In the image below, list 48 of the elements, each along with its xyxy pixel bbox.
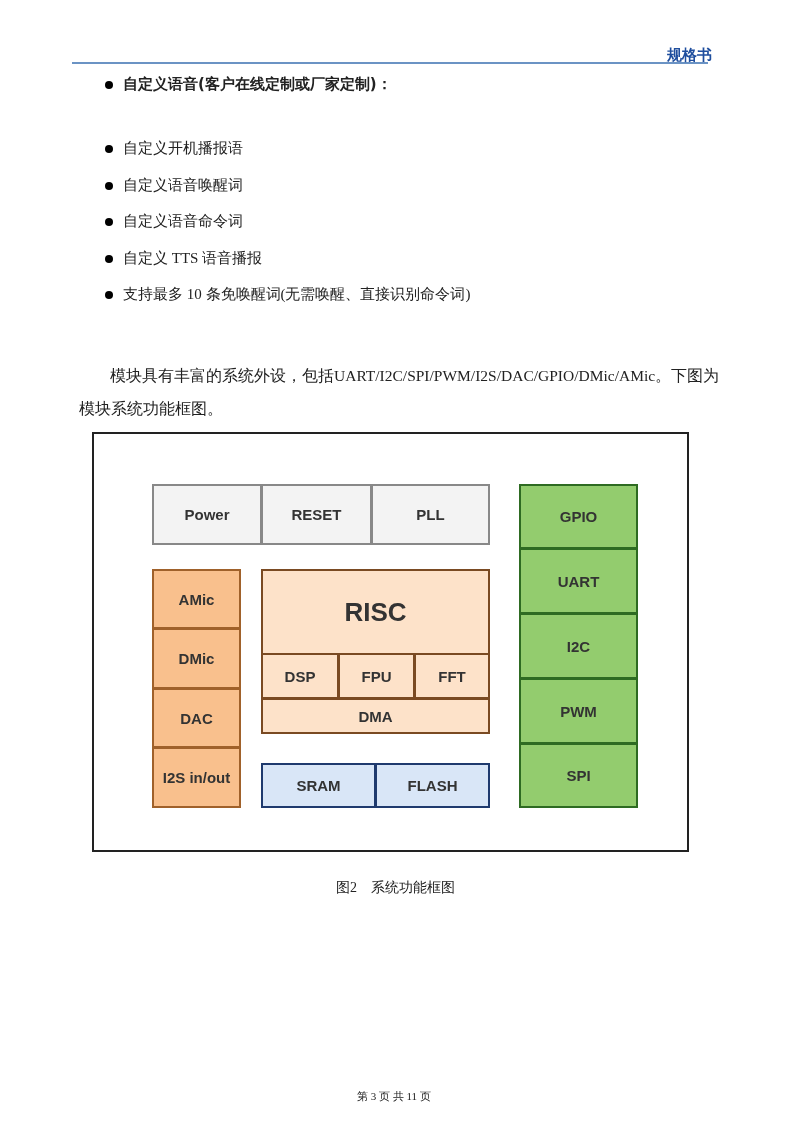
block-label: DMic	[178, 650, 215, 667]
memory-box	[375, 763, 490, 808]
audio-box	[152, 747, 241, 808]
header-title: 规格书	[667, 46, 712, 65]
block-label: RISC	[344, 597, 407, 628]
block-label: DSP	[284, 667, 316, 685]
paragraph: 模块具有丰富的系统外设，包括UART/I2C/SPI/PWM/I2S/DAC/GPIO/DMic/AMic。下图为模块系统功能框图。	[79, 366, 721, 419]
cpu-box	[261, 569, 490, 734]
block-label: FFT	[438, 667, 466, 685]
block-label: Power	[184, 506, 230, 523]
block-label: DMA	[358, 707, 393, 725]
block-label: RESET	[291, 506, 342, 523]
list-item: 自定义语音唤醒词	[123, 176, 243, 195]
audio-box	[152, 628, 241, 689]
peripheral-box	[519, 484, 638, 549]
list-heading: 自定义语音(客户在线定制或厂家定制)：	[123, 75, 392, 94]
block-label: I2S in/out	[162, 769, 231, 786]
block-label: DAC	[180, 709, 213, 727]
block-box	[261, 484, 372, 545]
block-label: FPU	[361, 667, 392, 685]
block-label: UART	[557, 572, 600, 590]
peripheral-box	[519, 743, 638, 808]
list-item: 自定义 TTS 语音播报	[123, 249, 263, 268]
page-number: 第 3 页 共 11 页	[357, 1089, 431, 1104]
peripheral-box	[519, 548, 638, 614]
block-label: SRAM	[296, 777, 341, 794]
block-label: FLASH	[407, 777, 458, 794]
peripheral-box	[519, 613, 638, 679]
list-item: 自定义开机播报语	[123, 139, 243, 158]
diagram-frame	[92, 432, 689, 852]
list-item: 自定义语音命令词	[123, 212, 243, 231]
figure-caption: 图2 系统功能框图	[336, 879, 455, 897]
block-box	[371, 484, 490, 545]
block-label: PWM	[560, 702, 597, 720]
memory-box	[261, 763, 376, 808]
block-box	[152, 484, 262, 545]
block-label: SPI	[566, 767, 591, 784]
audio-box	[152, 688, 241, 748]
block-box	[338, 653, 415, 699]
block-label: I2C	[566, 637, 591, 655]
block-label: AMic	[178, 590, 215, 608]
block-label: GPIO	[559, 508, 598, 525]
list-item: 支持最多 10 条免唤醒词(无需唤醒、直接识别命令词)	[123, 285, 471, 304]
block-box	[414, 653, 490, 699]
peripheral-box	[519, 678, 638, 744]
block-label: PLL	[416, 506, 445, 523]
audio-box	[152, 569, 241, 629]
block-box	[261, 653, 339, 699]
